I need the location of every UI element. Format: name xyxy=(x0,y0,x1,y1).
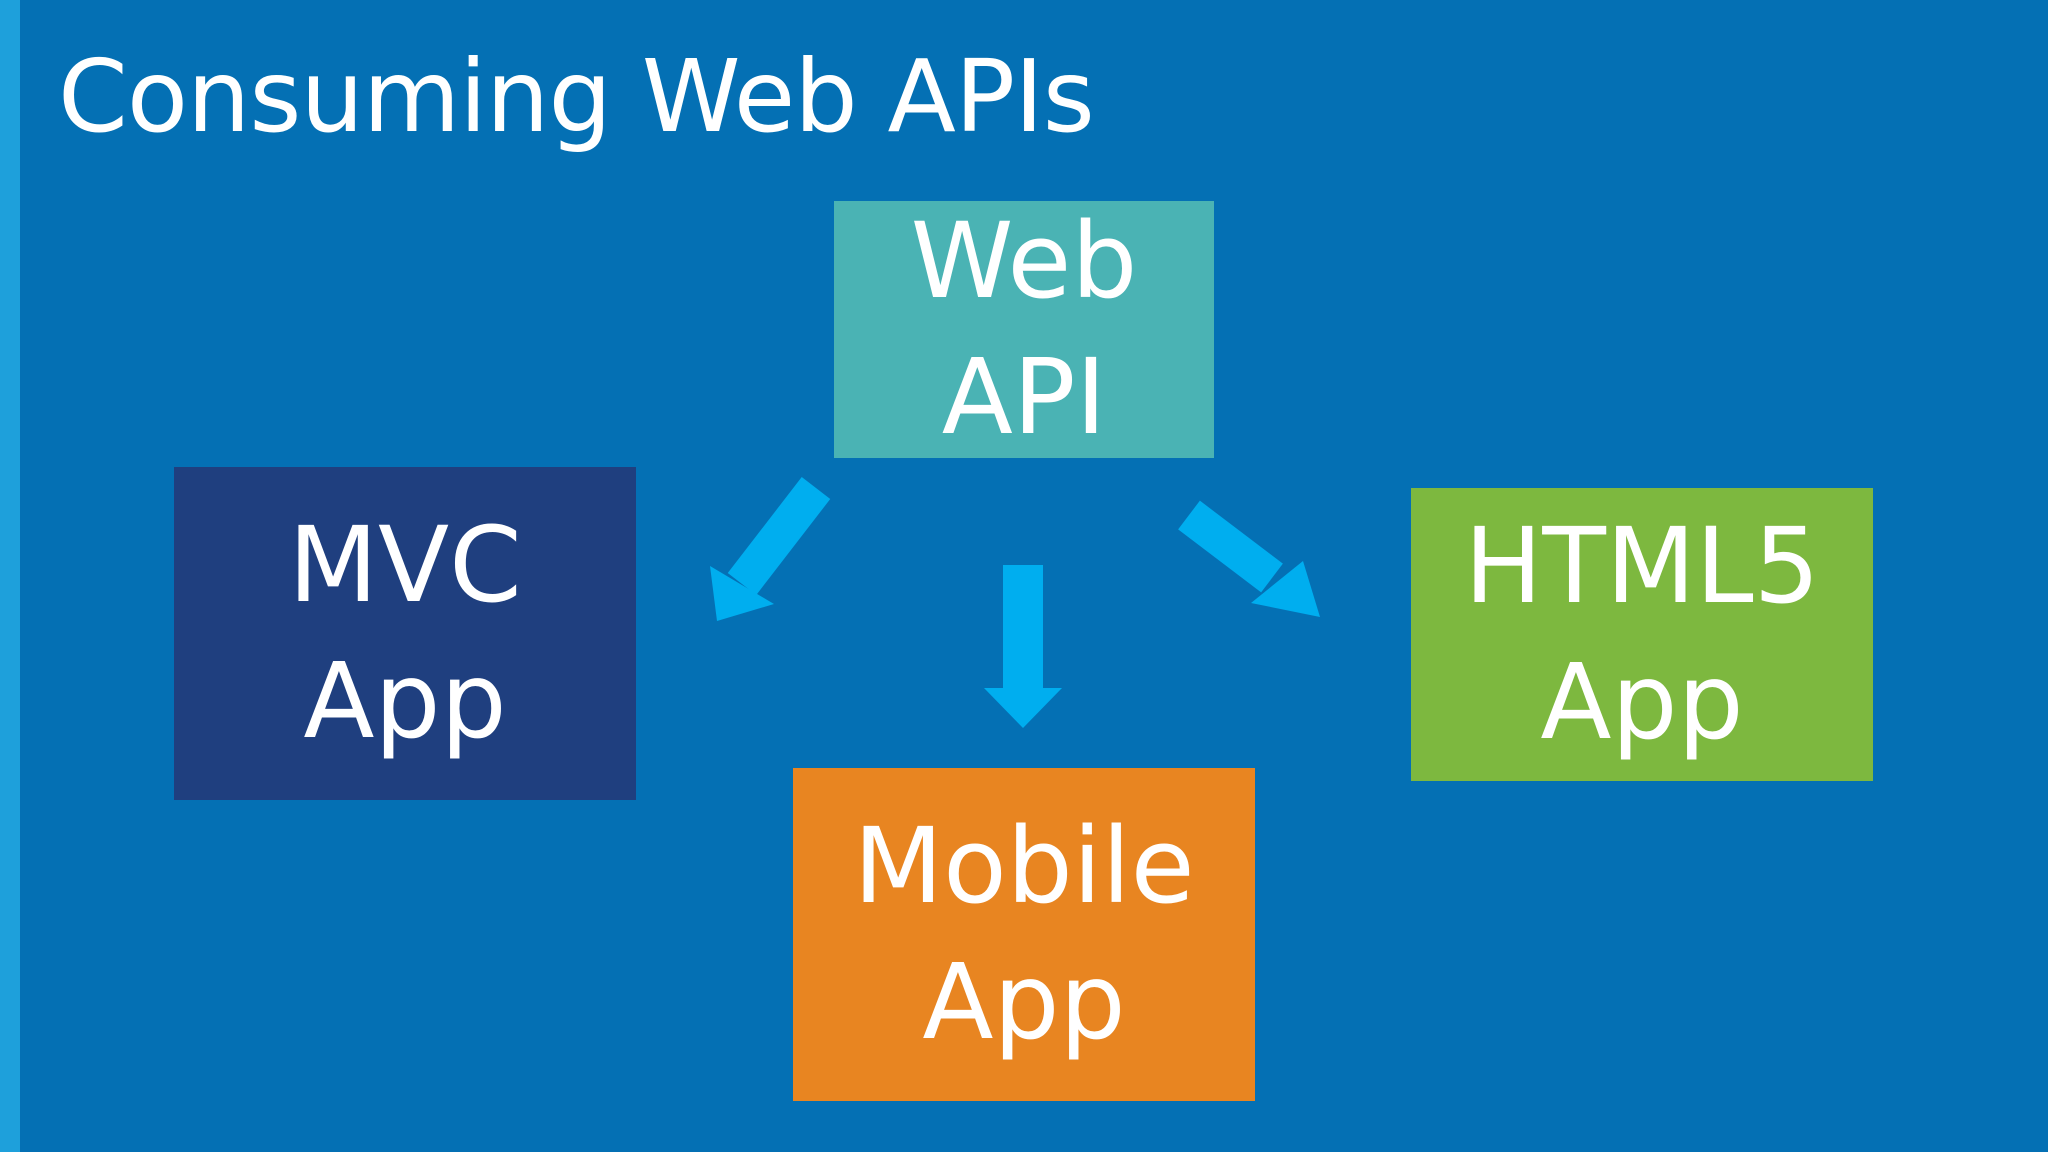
mobile-app-label-line1: Mobile xyxy=(853,805,1195,928)
mvc-app-label-line1: MVC xyxy=(288,504,522,627)
html5-app-label-line1: HTML5 xyxy=(1464,505,1820,628)
web-api-label-line2: API xyxy=(941,335,1107,458)
arrow-to-html5 xyxy=(1178,500,1320,617)
mobile-app-label-line2: App xyxy=(922,940,1126,1063)
slide-title: Consuming Web APIs xyxy=(58,38,1095,155)
web-api-box: Web API xyxy=(834,200,1214,458)
html5-app-label-line2: App xyxy=(1540,640,1744,763)
html5-app-box: HTML5 App xyxy=(1411,488,1873,781)
arrow-to-mvc xyxy=(710,477,831,621)
arrow-to-mobile xyxy=(984,565,1062,728)
mobile-app-box: Mobile App xyxy=(793,768,1255,1101)
accent-bar xyxy=(0,0,20,1152)
mvc-app-box: MVC App xyxy=(174,467,636,800)
mvc-app-label-line2: App xyxy=(303,639,507,762)
web-api-label-line1: Web xyxy=(910,200,1138,323)
